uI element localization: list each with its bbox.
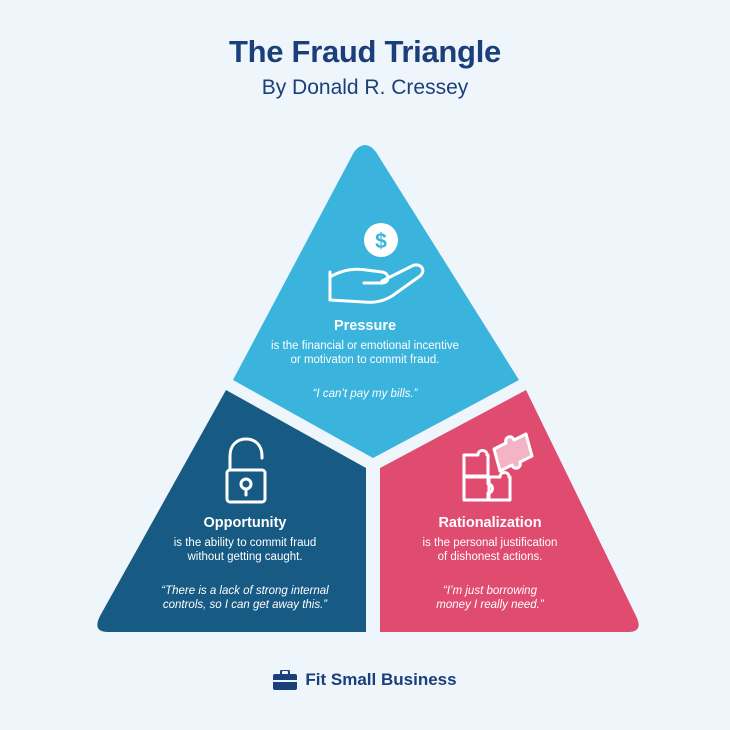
hand-coin-icon: $ [328,223,425,304]
pressure-description-line1: is the financial or emotional incentive [271,340,459,352]
rationalization-quote: “I’m just borrowing money I really need.… [385,584,595,612]
briefcase-icon [273,670,298,690]
puzzle-icon [462,432,534,502]
rationalization-label: Rationalization [438,515,542,531]
opportunity-quote-line2: controls, so I can get away this.” [162,599,328,611]
pressure-label: Pressure [333,318,397,334]
page-subtitle: By Donald R. Cressey [261,76,469,99]
rationalization-description-line2: of dishonest actions. [437,551,543,563]
rationalization-quote-line2: money I really need.” [436,599,544,611]
page-title: The Fraud Triangle [229,34,501,69]
pressure-text-block: Pressure is the financial or emotional i… [245,318,485,401]
opportunity-label: Opportunity [203,515,287,531]
svg-text:$: $ [375,230,387,253]
pressure-description-line2: or motivaton to commit fraud. [290,354,440,366]
pressure-quote: “I can’t pay my bills.” [312,388,418,400]
opportunity-description-line2: without getting caught. [187,551,303,563]
unlocked-padlock-icon [225,437,267,504]
rationalization-description-line1: is the personal justification [422,537,558,549]
rationalization-text-block: Rationalization is the personal justific… [385,515,595,612]
opportunity-quote-line1: “There is a lack of strong internal [161,585,329,597]
brand-name: Fit Small Business [305,670,457,689]
opportunity-description-line1: is the ability to commit fraud [173,537,317,549]
rationalization-section [380,390,639,632]
opportunity-text-block: Opportunity is the ability to commit fra… [130,515,360,612]
opportunity-quote: “There is a lack of strong internal cont… [130,584,360,612]
opportunity-section [97,390,366,632]
brand-logo: Fit Small Business [0,670,730,690]
rationalization-quote-line1: “I’m just borrowing [443,585,537,597]
